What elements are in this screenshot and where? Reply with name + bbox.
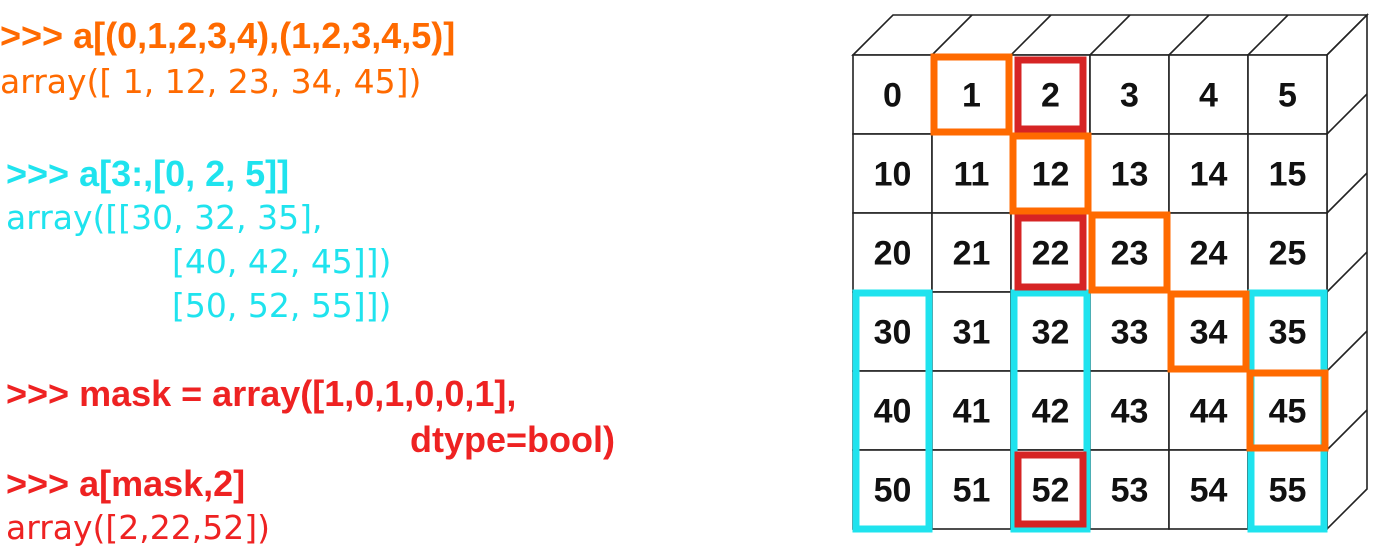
grid-cell-value: 43: [1111, 393, 1149, 431]
mask-index-result: array([2,22,52]): [6, 508, 270, 547]
slice-index-result-line-2: [40, 42, 45]]): [172, 242, 392, 281]
grid-cell-value: 30: [874, 314, 912, 352]
grid-cell-value: 40: [874, 393, 912, 431]
grid-cell-value: 1: [962, 77, 981, 115]
grid-cell: [1089, 54, 1170, 135]
orange-fancy-index-highlight: [1009, 132, 1092, 215]
grid-cell-value: 5: [1278, 77, 1297, 115]
mask-dtype-continuation: dtype=bool): [410, 419, 615, 460]
grid-cell-value: 53: [1111, 472, 1149, 510]
grid-cell-value: 44: [1190, 393, 1228, 431]
grid-cell-value: 52: [1032, 472, 1070, 510]
grid-cell: [1247, 370, 1328, 451]
grid-side-edge: [1326, 251, 1368, 293]
grid-top-edge: [1168, 14, 1210, 56]
cyan-slice-highlight: [852, 289, 933, 533]
grid-cell: [852, 133, 933, 214]
grid-top-edge: [1089, 14, 1131, 56]
grid-cell: [1010, 133, 1091, 214]
grid-cell-value: 35: [1269, 314, 1307, 352]
grid-cell: [1168, 449, 1249, 530]
grid-cell: [1247, 133, 1328, 214]
grid-cell-value: 23: [1111, 235, 1149, 273]
mask-index-command: >>> a[mask,2]: [6, 463, 246, 504]
grid-side-edge: [1326, 93, 1368, 135]
grid-cell-value: 41: [953, 393, 991, 431]
red-mask-highlight: [1014, 214, 1087, 291]
grid-cell-value: 4: [1199, 77, 1218, 115]
orange-fancy-index-highlight: [1246, 369, 1329, 452]
grid-cell-value: 3: [1120, 77, 1139, 115]
grid-cell-value: 13: [1111, 156, 1149, 194]
grid-cell-value: 12: [1032, 156, 1070, 194]
grid-cell-value: 54: [1190, 472, 1228, 510]
grid-cell-value: 42: [1032, 393, 1070, 431]
grid-cell: [1168, 212, 1249, 293]
fancy-index-result: array([ 1, 12, 23, 34, 45]): [0, 62, 422, 101]
fancy-index-command: >>> a[(0,1,2,3,4),(1,2,3,4,5)]: [0, 15, 456, 56]
grid-cell-value: 33: [1111, 314, 1149, 352]
grid-cell-value: 45: [1269, 393, 1307, 431]
grid-side-edge: [1326, 172, 1368, 214]
orange-fancy-index-highlight: [930, 53, 1013, 136]
orange-fancy-index-highlight: [1167, 290, 1250, 373]
grid-cell-value: 25: [1269, 235, 1307, 273]
grid-top-edge: [1247, 14, 1289, 56]
orange-fancy-index-highlight: [1088, 211, 1171, 294]
grid-cell-value: 14: [1190, 156, 1228, 194]
slice-index-command: >>> a[3:,[0, 2, 5]]: [6, 153, 290, 194]
grid-top-edge: [1010, 14, 1052, 56]
grid-cell-value: 11: [954, 156, 990, 194]
grid-cell-value: 22: [1032, 235, 1070, 273]
grid-cell-value: 20: [874, 235, 912, 273]
mask-definition-command: >>> mask = array([1,0,1,0,0,1],: [6, 373, 517, 414]
grid-cell: [1089, 370, 1170, 451]
grid-cell: [1247, 212, 1328, 293]
grid-cell-value: 0: [883, 77, 902, 115]
grid-cell: [1247, 54, 1328, 135]
grid-cell-value: 34: [1190, 314, 1228, 352]
slice-index-result-line-3: [50, 52, 55]]): [172, 286, 392, 325]
grid-cell: [1010, 54, 1091, 135]
cyan-slice-highlight: [1010, 289, 1091, 533]
grid-cell: [852, 370, 933, 451]
red-mask-highlight: [1014, 56, 1087, 133]
slice-index-result-line-1: array([[30, 32, 35],: [6, 198, 323, 237]
grid-cell-value: 2: [1041, 77, 1060, 115]
grid-cell-value: 15: [1269, 156, 1307, 194]
grid-cell-value: 50: [874, 472, 912, 510]
grid-top-edge: [931, 14, 973, 56]
grid-cell: [931, 449, 1012, 530]
grid-cell-value: 51: [953, 472, 991, 510]
grid-cell: [1089, 449, 1170, 530]
grid-side-edge: [1326, 409, 1368, 451]
grid-cell: [1010, 449, 1091, 530]
red-mask-highlight: [1014, 451, 1087, 528]
grid-cell-value: 21: [953, 235, 991, 273]
grid-cell-value: 32: [1032, 314, 1070, 352]
grid-cell-value: 10: [874, 156, 912, 194]
code-panel: >>> a[(0,1,2,3,4),(1,2,3,4,5)] array([ 1…: [0, 15, 615, 547]
grid-cell: [931, 133, 1012, 214]
grid-cell-value: 55: [1269, 472, 1307, 510]
grid-side-edge: [1326, 330, 1368, 372]
grid-cell-value: 31: [953, 314, 991, 352]
grid-cell-value: 24: [1190, 235, 1228, 273]
